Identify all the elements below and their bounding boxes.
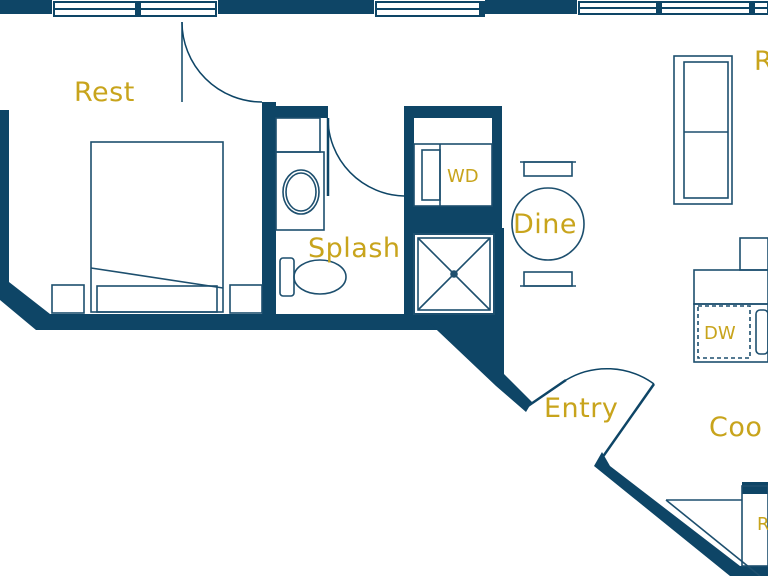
room-label-cook: Coo — [709, 412, 762, 443]
sink-icon — [282, 169, 320, 215]
nightstand-left — [51, 284, 85, 314]
room-label-dine: Dine — [513, 209, 577, 240]
top-wall-right — [485, 0, 577, 14]
bedroom-right-wall — [262, 102, 276, 330]
window-3-stile-b — [749, 1, 755, 15]
dishwasher — [697, 305, 751, 359]
wd-closet-right-wall — [492, 106, 502, 216]
room-label-living-partial: R — [754, 46, 768, 77]
kitchen-counter-stool — [739, 237, 768, 271]
sofa — [673, 55, 733, 205]
bed-footboard — [96, 285, 218, 313]
washer-dryer-panel — [421, 149, 441, 201]
entry-door-arc — [565, 367, 655, 385]
dining-chair-top — [523, 161, 573, 177]
refrigerator — [741, 485, 768, 567]
washer-dryer — [413, 143, 493, 207]
room-label-entry: Entry — [544, 393, 618, 424]
kitchen-base-cabinet — [693, 303, 768, 363]
vanity — [275, 151, 325, 231]
shower-drain-icon — [450, 270, 458, 278]
bedroom-door-arc — [181, 21, 263, 103]
window-3-stile-a — [656, 1, 662, 15]
sofa-seat — [683, 61, 729, 199]
kitchen-lower-counter-edge — [665, 499, 761, 576]
wd-closet-left-wall — [404, 106, 414, 216]
kitchen-counter — [693, 269, 768, 305]
dining-table — [511, 187, 585, 261]
vanity-top — [275, 117, 321, 153]
kitchen-bottom-wall — [742, 482, 768, 494]
shower-right-wall — [494, 228, 504, 322]
window-1-stile — [135, 1, 141, 17]
room-label-splash: Splash — [308, 233, 401, 264]
bed-sheet-fold — [90, 267, 224, 289]
room-label-rest: Rest — [74, 77, 135, 108]
entry-door-leaf — [527, 378, 567, 408]
appliance-label-dw: DW — [704, 323, 736, 344]
fixtures — [51, 55, 768, 576]
toilet-tank — [279, 257, 295, 297]
wd-closet-bottom-wall — [404, 206, 502, 234]
entry-door-jamb — [600, 383, 656, 459]
stove — [755, 309, 768, 355]
shower-pan-inner — [417, 237, 491, 311]
windows — [53, 1, 768, 17]
appliance-label-wd: WD — [447, 166, 479, 187]
nightstand-right — [229, 284, 263, 314]
top-wall-left — [0, 0, 52, 14]
appliance-label-fridge: R — [757, 514, 768, 535]
bath-door-arc — [327, 117, 405, 197]
dining-chair-bottom — [523, 271, 573, 287]
bedroom-bottom-wall — [36, 314, 268, 330]
shower-pan — [413, 233, 495, 315]
sink-inner — [285, 172, 317, 212]
doors — [181, 21, 656, 459]
top-wall-mid — [218, 0, 374, 14]
window-2-stile — [479, 1, 485, 17]
left-wall — [0, 110, 9, 282]
entry-diagonal-wall — [420, 314, 532, 412]
shower-left-wall — [404, 228, 414, 322]
labels: Rest Splash Dine Entry Coo R WD DW R — [74, 46, 768, 535]
bath-top-wall — [276, 106, 328, 118]
toilet-bowl — [293, 259, 347, 295]
wd-closet-top-wall — [406, 106, 502, 118]
